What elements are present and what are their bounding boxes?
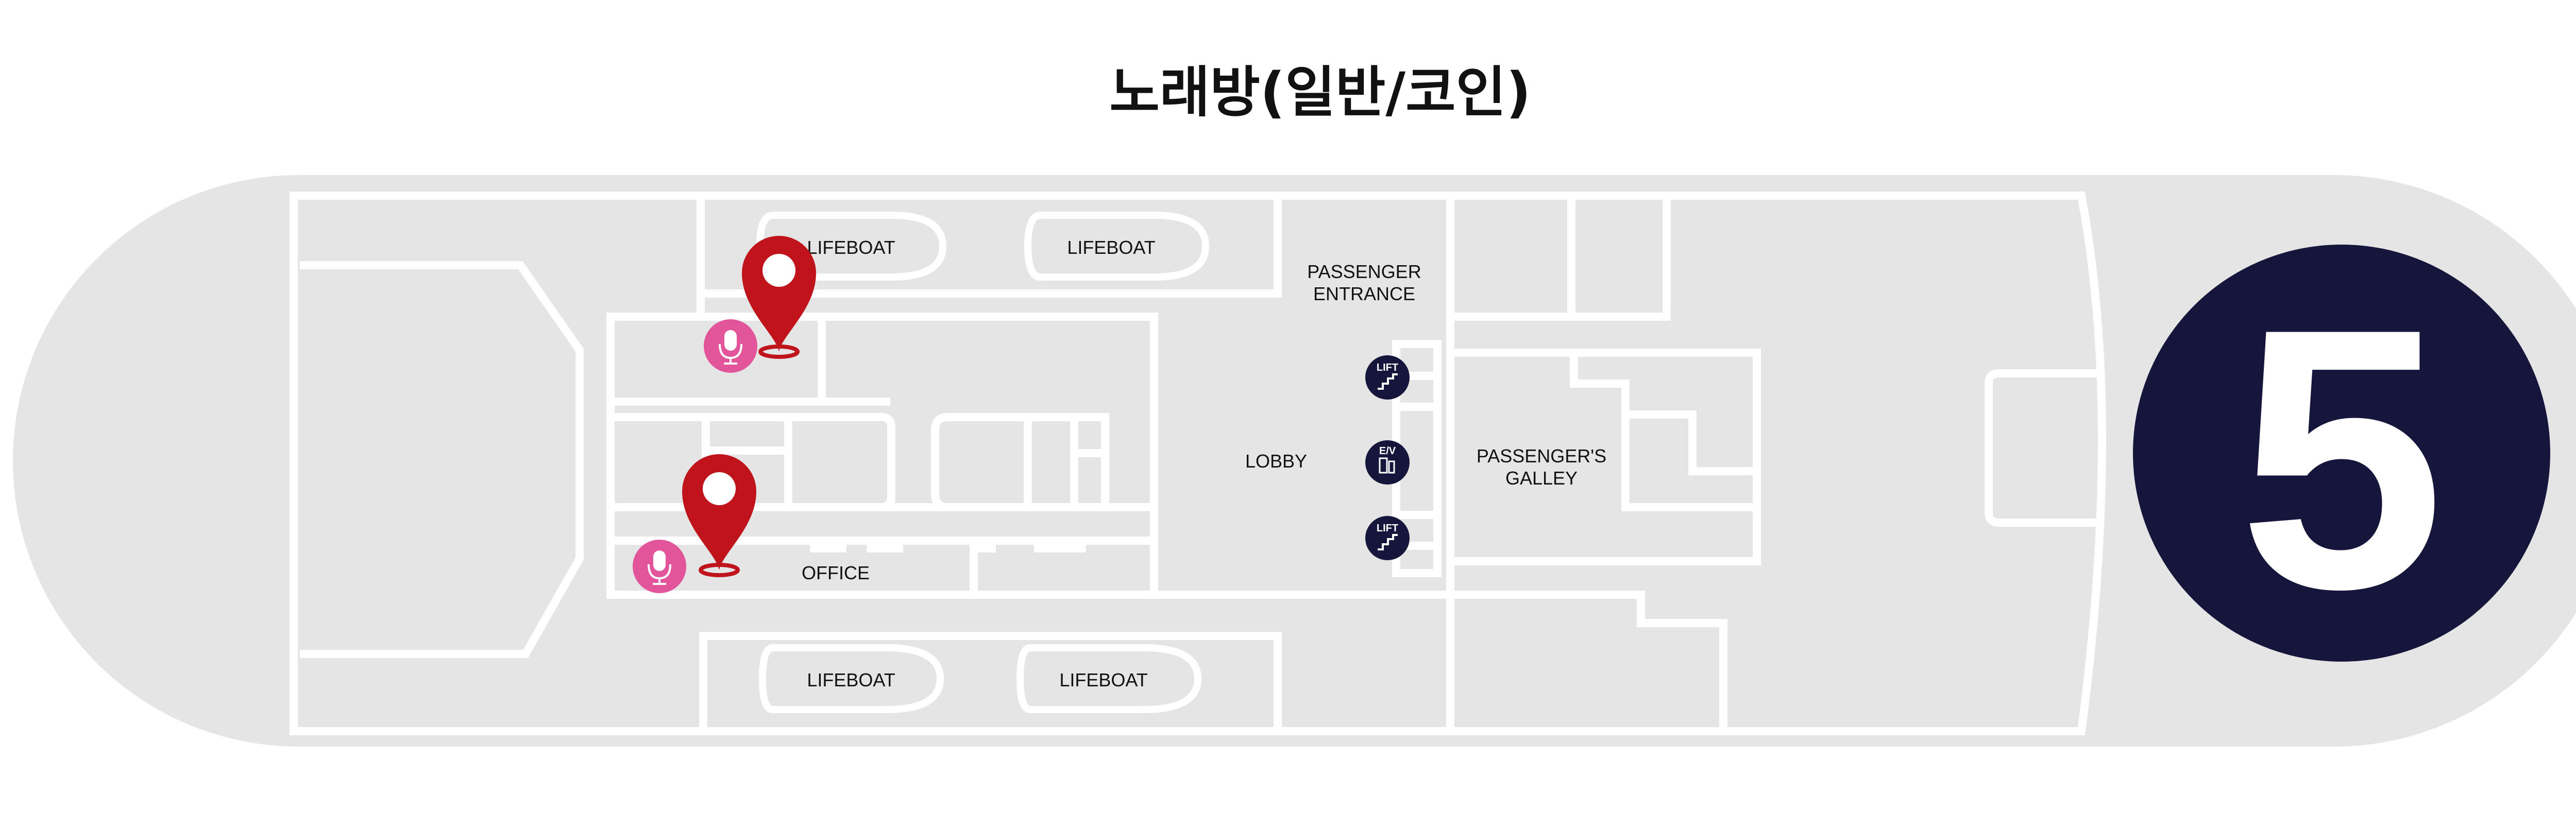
karaoke-microphone-icon	[704, 319, 757, 373]
svg-text:LIFT: LIFT	[1377, 362, 1398, 373]
lifeboat-bottom-right-label: LIFEBOAT	[1059, 669, 1147, 690]
elevator-icon: E/V	[1365, 440, 1410, 485]
lift-icon: LIFT	[1365, 516, 1410, 560]
passenger-entrance-label-line1: PASSENGER	[1307, 261, 1421, 282]
walls	[290, 192, 2106, 735]
office-label: OFFICE	[802, 562, 870, 583]
svg-text:LIFT: LIFT	[1377, 523, 1398, 534]
lifeboat-bottom-left-outline	[758, 644, 944, 713]
lifeboats	[756, 212, 1210, 713]
lifeboat-bottom-left-label: LIFEBOAT	[807, 669, 895, 690]
svg-text:E/V: E/V	[1379, 445, 1396, 457]
lift-icon: LIFT	[1365, 355, 1410, 400]
lifeboat-top-left-outline	[756, 212, 947, 281]
lifeboat-top-left-label: LIFEBOAT	[807, 237, 895, 258]
location-pin-icon[interactable]	[742, 236, 816, 359]
lifeboat-top-right-outline	[1024, 212, 1210, 281]
deck-number: 5	[2239, 251, 2445, 666]
lifeboat-bottom-right-outline	[1016, 644, 1202, 713]
karaoke-microphone-icon	[633, 540, 686, 593]
passenger-entrance-label-line2: ENTRANCE	[1313, 283, 1415, 304]
location-pin-icon[interactable]	[682, 454, 756, 577]
lifeboat-top-right-label: LIFEBOAT	[1067, 237, 1155, 258]
deck-number-badge: 5	[2133, 245, 2550, 666]
page-title: 노래방(일반/코인)	[1109, 61, 1531, 124]
galley-label-line1: PASSENGER'S	[1477, 445, 1606, 467]
galley-label-line2: GALLEY	[1505, 468, 1578, 489]
lobby-label: LOBBY	[1245, 451, 1307, 472]
